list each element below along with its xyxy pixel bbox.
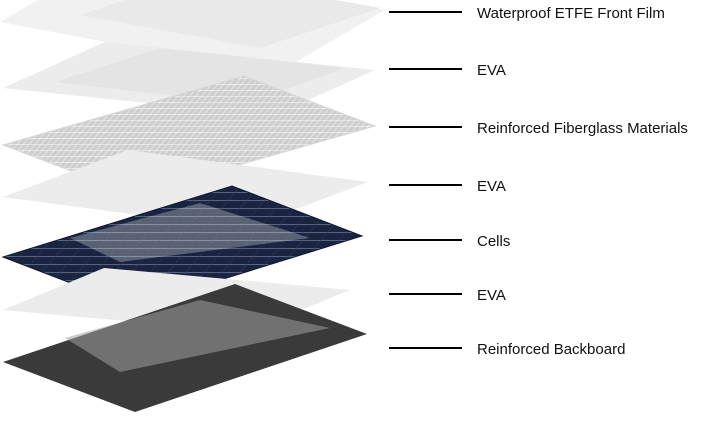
layer-backboard bbox=[3, 284, 367, 412]
label-text: Cells bbox=[477, 233, 510, 250]
layer-etfe-front-film bbox=[0, 0, 385, 74]
label-backboard: Reinforced Backboard bbox=[389, 341, 625, 358]
label-text: Reinforced Fiberglass Materials bbox=[477, 120, 688, 137]
label-text: EVA bbox=[477, 287, 506, 304]
label-text: Reinforced Backboard bbox=[477, 341, 625, 358]
label-fiberglass: Reinforced Fiberglass Materials bbox=[389, 120, 688, 137]
label-text: EVA bbox=[477, 178, 506, 195]
label-eva-3: EVA bbox=[389, 287, 506, 304]
label-text: EVA bbox=[477, 62, 506, 79]
label-etfe-front-film: Waterproof ETFE Front Film bbox=[389, 5, 665, 22]
label-text: Waterproof ETFE Front Film bbox=[477, 5, 665, 22]
label-eva-1: EVA bbox=[389, 62, 506, 79]
label-eva-2: EVA bbox=[389, 178, 506, 195]
label-cells: Cells bbox=[389, 233, 510, 250]
